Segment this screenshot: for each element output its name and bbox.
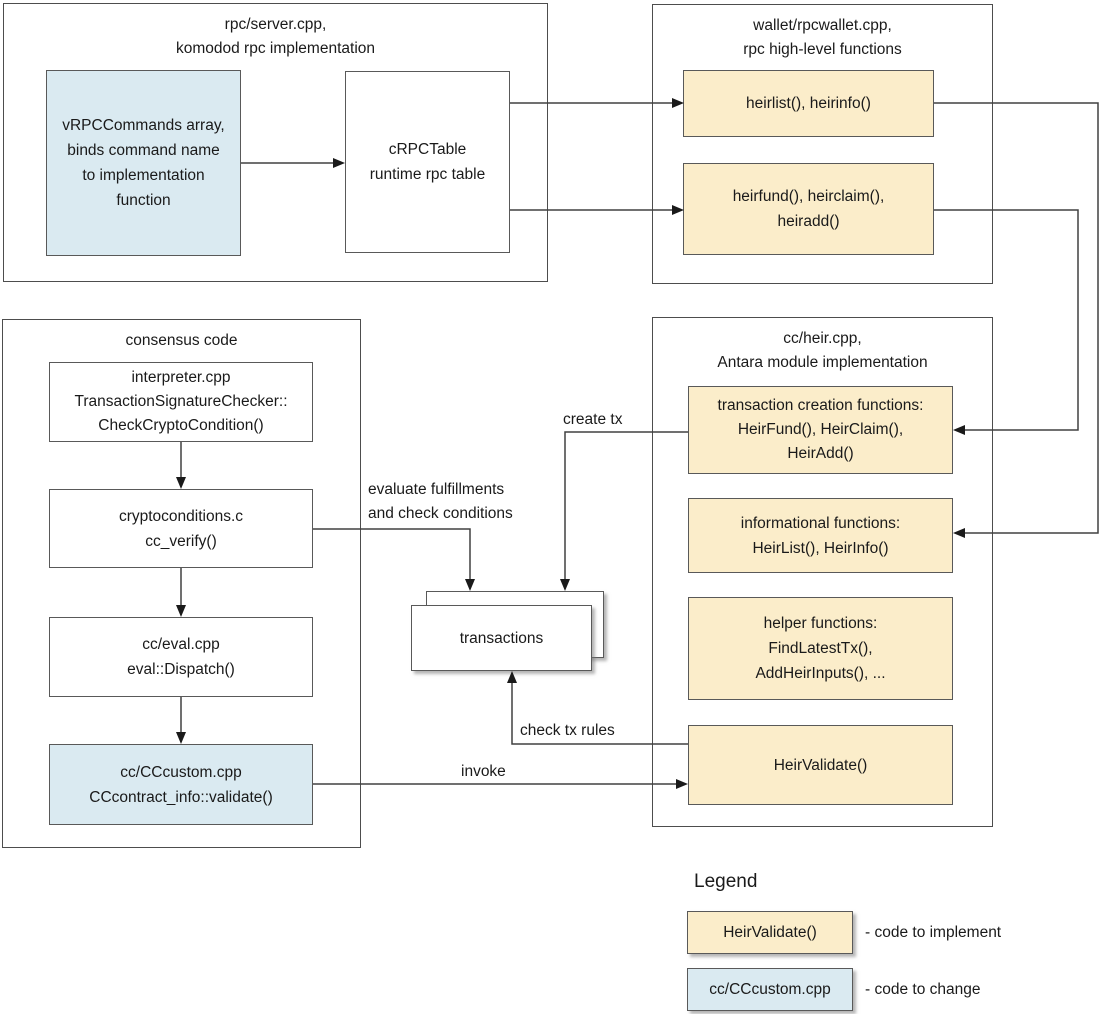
node-text-line: TransactionSignatureChecker::: [74, 393, 288, 410]
node-text-line: binds command name: [67, 142, 220, 159]
node-heirlist-rpc: heirlist(), heirinfo(): [683, 70, 934, 137]
node-text-line: heiradd(): [777, 213, 840, 230]
node-interpreter: interpreter.cpp TransactionSignatureChec…: [49, 362, 313, 442]
container-wallet-title: wallet/rpcwallet.cpp, rpc high-level fun…: [653, 5, 992, 62]
legend-sample-blue: cc/CCcustom.cpp: [687, 968, 853, 1011]
node-text-line: HeirFund(), HeirClaim(),: [737, 421, 904, 438]
node-text-line: cc/eval.cpp: [142, 636, 220, 653]
node-text-line: HeirValidate(): [723, 924, 817, 941]
node-text-line: helper functions:: [763, 615, 878, 632]
title-line: cc/heir.cpp,: [783, 330, 862, 347]
edge-label-evaluate: evaluate fulfillments and check conditio…: [368, 478, 513, 526]
node-cryptoconditions: cryptoconditions.c cc_verify(): [49, 489, 313, 568]
node-text-line: runtime rpc table: [369, 166, 486, 183]
node-text-line: interpreter.cpp: [131, 369, 231, 386]
node-text-line: cc_verify(): [145, 532, 217, 550]
node-text-line: cc/CCcustom.cpp: [120, 763, 242, 781]
node-vrpccommands: vRPCCommands array, binds command name t…: [46, 70, 241, 256]
node-txcreation-functions: transaction creation functions: HeirFund…: [688, 386, 953, 474]
node-text-line: function: [116, 192, 171, 209]
legend-sample-yellow: HeirValidate(): [687, 911, 853, 954]
title-line: wallet/rpcwallet.cpp,: [753, 17, 892, 34]
node-text-line: CheckCryptoCondition(): [98, 417, 264, 434]
node-text-line: eval::Dispatch(): [127, 661, 235, 678]
edge-label-invoke: invoke: [461, 763, 506, 780]
node-text-line: cryptoconditions.c: [118, 507, 244, 525]
node-text-line: CCcontract_info::validate(): [89, 788, 273, 806]
arrowhead: [465, 579, 475, 591]
node-text-line: HeirValidate(): [773, 756, 868, 774]
container-heir-title: cc/heir.cpp, Antara module implementatio…: [653, 318, 992, 375]
node-eval-dispatch: cc/eval.cpp eval::Dispatch(): [49, 617, 313, 697]
node-text-line: HeirAdd(): [787, 445, 854, 462]
container-rpc-server-title: rpc/server.cpp, komodod rpc implementati…: [4, 4, 547, 61]
edge-label-create-tx: create tx: [563, 411, 623, 428]
node-text-line: transactions: [459, 629, 544, 647]
node-crpctable: cRPCTable runtime rpc table: [345, 71, 510, 253]
title-line: rpc/server.cpp,: [224, 16, 327, 33]
node-text-line: cc/CCcustom.cpp: [709, 981, 831, 998]
node-text-line: heirlist(), heirinfo(): [746, 95, 871, 112]
node-transactions: transactions: [411, 605, 592, 671]
node-cccustom: cc/CCcustom.cpp CCcontract_info::validat…: [49, 744, 313, 825]
node-text-line: AddHeirInputs(), ...: [755, 665, 886, 682]
edge-label-check-tx-rules: check tx rules: [520, 722, 615, 739]
node-heirvalidate: HeirValidate(): [688, 725, 953, 805]
title-line: Antara module implementation: [717, 354, 928, 371]
node-text-line: HeirList(), HeirInfo(): [752, 539, 889, 557]
arrowhead: [560, 579, 570, 591]
node-text-line: heirfund(), heirclaim(),: [732, 188, 885, 205]
legend-desc-change: - code to change: [865, 981, 981, 998]
legend-title: Legend: [694, 871, 758, 892]
legend-desc-implement: - code to implement: [865, 924, 1002, 941]
node-heirfund-rpc: heirfund(), heirclaim(), heiradd(): [683, 163, 934, 255]
edge-label-line: and check conditions: [368, 505, 513, 522]
node-text-line: FindLatestTx(),: [768, 640, 873, 657]
title-line: rpc high-level functions: [743, 41, 902, 58]
container-rpc-server: rpc/server.cpp, komodod rpc implementati…: [3, 3, 548, 282]
node-helper-functions: helper functions: FindLatestTx(), AddHei…: [688, 597, 953, 700]
arrowhead: [507, 671, 517, 683]
node-text-line: to implementation: [82, 167, 205, 184]
container-consensus-title: consensus code: [3, 320, 360, 353]
node-text-line: cRPCTable: [388, 141, 467, 158]
node-informational-functions: informational functions: HeirList(), Hei…: [688, 498, 953, 573]
node-text-line: transaction creation functions:: [717, 397, 924, 414]
node-text-line: informational functions:: [740, 514, 901, 532]
edge-label-line: evaluate fulfillments: [368, 481, 505, 498]
container-consensus: consensus code: [2, 319, 361, 848]
title-line: consensus code: [125, 332, 238, 349]
title-line: komodod rpc implementation: [175, 40, 376, 57]
node-text-line: vRPCCommands array,: [62, 117, 225, 134]
